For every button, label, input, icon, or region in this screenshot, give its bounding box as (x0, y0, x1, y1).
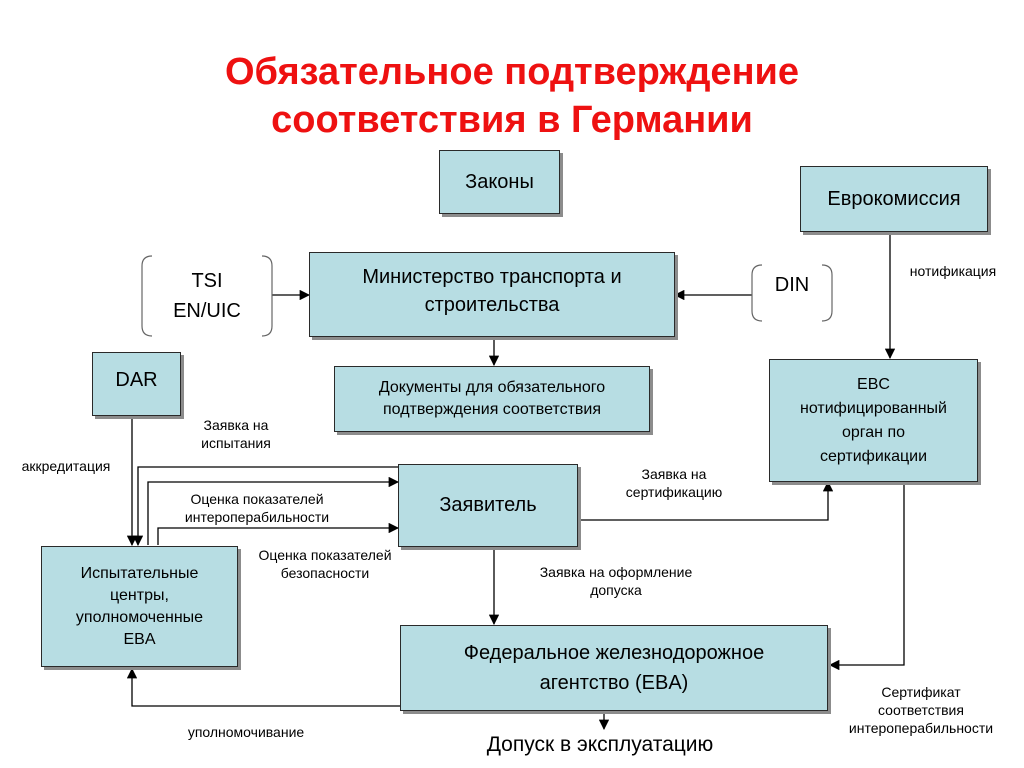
label-interop-cert-line-2: соответствия (878, 702, 964, 718)
ebc-label-line-3: орган по (841, 423, 906, 441)
label-authorization: уполномочивание (166, 723, 326, 741)
label-cert-request-line-2: сертификацию (625, 484, 723, 500)
applicant-label: Заявитель (439, 494, 537, 516)
label-test-request-line-1: Заявка на (203, 417, 269, 433)
label-accreditation: аккредитация (6, 457, 126, 475)
din-group: DIN (752, 270, 832, 300)
page-title: Обязательное подтверждение соответствия … (0, 48, 1024, 144)
label-interop-cert-line-3: интероперабильности (848, 720, 994, 736)
title-line-1: Обязательное подтверждение (224, 51, 800, 93)
test-centers-label-line-4: EBA (123, 630, 156, 648)
label-admission-request: Заявка на оформление допуска (516, 563, 716, 599)
ebc-label-line-2: нотифицированный (800, 399, 947, 417)
dar-label: DAR (115, 369, 158, 391)
dar-box: DAR (92, 352, 181, 416)
label-safety-eval-line-1: Оценка показателей (258, 547, 392, 563)
label-accreditation-text: аккредитация (21, 458, 111, 474)
label-interop-eval: Оценка показателей интероперабильности (162, 490, 352, 526)
documents-label-line-1: Документы для обязательного (378, 379, 606, 396)
ministry-box: Министерство транспорта и строительства (309, 252, 675, 337)
label-interop-cert: Сертификат соответствия интероперабильно… (830, 683, 1012, 737)
label-safety-eval-line-2: безопасности (280, 565, 370, 581)
documents-box: Документы для обязательного подтверждени… (334, 366, 650, 432)
label-test-request-line-2: испытания (201, 435, 271, 451)
eba-label-line-1: Федеральное железнодорожное (463, 642, 765, 664)
edge-interop-eval (147, 476, 400, 545)
documents-label-line-2: подтверждения соответствия (382, 401, 602, 418)
label-notification-text: нотификация (909, 263, 997, 279)
label-interop-eval-line-2: интероперабильности (184, 509, 330, 525)
test-centers-box: Испытательные центры, уполномоченные EBA (41, 546, 238, 667)
edge-authorization (126, 667, 400, 707)
en-uic-label: EN/UIC (173, 300, 241, 322)
eurocommission-box: Еврокомиссия (800, 166, 988, 232)
admission-label: Допуск в эксплуатацию (430, 730, 770, 760)
label-safety-eval: Оценка показателей безопасности (230, 546, 420, 582)
title-line-2: соответствия в Германии (271, 99, 753, 141)
eba-label-line-2: агентство (EBA) (539, 672, 689, 694)
tsi-label: TSI (191, 270, 223, 292)
label-interop-eval-line-1: Оценка показателей (190, 491, 324, 507)
ebc-label-line-4: сертификации (819, 447, 928, 465)
laws-box: Законы (439, 150, 560, 214)
ebc-box: EBC нотифицированный орган по сертификац… (769, 359, 978, 482)
bracket-din-left (751, 264, 763, 322)
tsi-group: TSI EN/UIC (142, 266, 272, 326)
label-admission-request-line-2: допуска (590, 582, 642, 598)
edge-test-request (132, 466, 398, 547)
eurocommission-label: Еврокомиссия (827, 187, 961, 210)
label-authorization-text: уполномочивание (187, 724, 305, 740)
din-label: DIN (774, 274, 810, 296)
edge-cert-request (578, 480, 834, 521)
bracket-tsi-right (261, 255, 273, 337)
edge-safety-eval (157, 522, 400, 545)
applicant-box: Заявитель (398, 464, 578, 547)
laws-label: Законы (465, 170, 534, 193)
label-cert-request: Заявка на сертификацию (594, 465, 754, 501)
label-notification: нотификация (893, 262, 1013, 280)
bracket-tsi-left (141, 255, 153, 337)
ministry-label-line-1: Министерство транспорта и (362, 266, 622, 288)
admission-text: Допуск в эксплуатацию (486, 733, 714, 756)
label-test-request: Заявка на испытания (176, 416, 296, 452)
label-admission-request-line-1: Заявка на оформление (539, 564, 693, 580)
label-interop-cert-line-1: Сертификат (881, 684, 961, 700)
ministry-label-line-2: строительства (424, 294, 560, 316)
bracket-din-right (821, 264, 833, 322)
test-centers-label-line-3: уполномоченные (75, 608, 204, 626)
ebc-label-line-1: EBC (857, 375, 890, 393)
edge-interop-cert (828, 482, 905, 671)
label-cert-request-line-1: Заявка на (641, 466, 707, 482)
test-centers-label-line-2: центры, (110, 586, 169, 604)
eba-box: Федеральное железнодорожное агентство (E… (400, 625, 828, 711)
test-centers-label-line-1: Испытательные (80, 564, 199, 582)
